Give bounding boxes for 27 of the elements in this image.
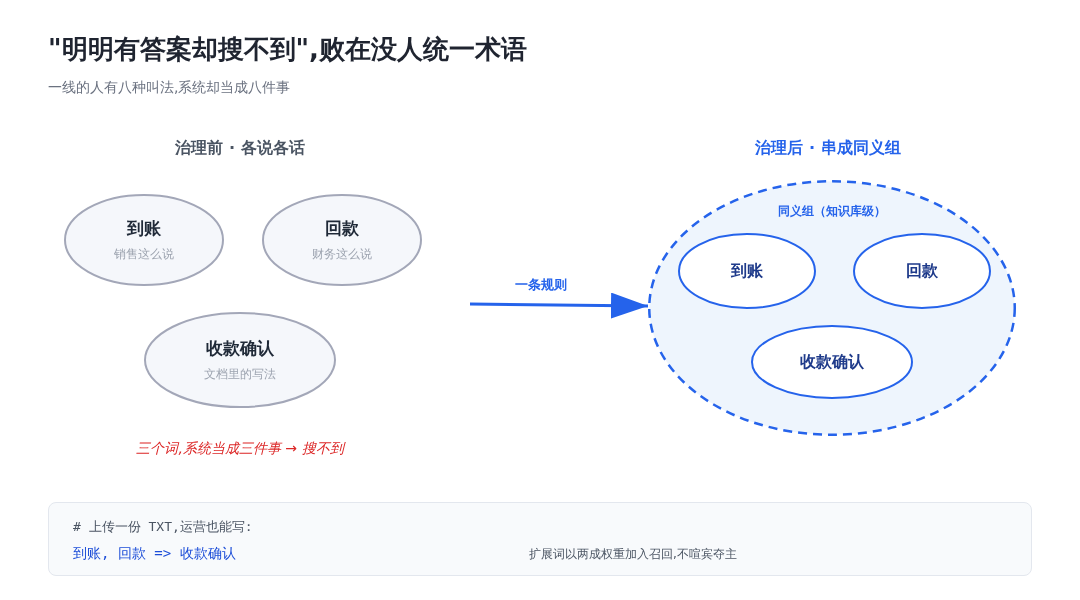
code-line: 到账, 回款 => 收款确认 bbox=[73, 545, 236, 563]
section-heading: 治理前 · 各说各话 bbox=[175, 138, 305, 158]
section-heading: 治理后 · 串成同义组 bbox=[755, 138, 901, 158]
term-label: 回款 bbox=[906, 261, 938, 281]
subtitle: 一线的人有八种叫法,系统却当成八件事 bbox=[48, 79, 291, 97]
term-ellipse bbox=[64, 194, 224, 286]
term-label: 收款确认 bbox=[206, 337, 274, 360]
code-comment: # 上传一份 TXT,运营也能写: bbox=[73, 519, 253, 536]
note-text: 三个词,系统当成三件事 → 搜不到 bbox=[136, 440, 344, 458]
term-ellipse bbox=[262, 194, 422, 286]
arrow bbox=[470, 292, 648, 319]
term-label: 收款确认 bbox=[800, 352, 864, 372]
group-ellipse bbox=[648, 180, 1016, 436]
term-label: 回款 bbox=[325, 217, 359, 240]
term-ellipse bbox=[751, 325, 913, 399]
term-ellipse bbox=[853, 233, 991, 309]
group-heading: 同义组（知识库级） bbox=[778, 204, 886, 219]
term-note: 财务这么说 bbox=[312, 247, 372, 263]
note-text: 扩展词以两成权重加入召回,不喧宾夺主 bbox=[529, 547, 737, 562]
term-note: 销售这么说 bbox=[114, 247, 174, 263]
code-panel bbox=[48, 502, 1032, 576]
term-label: 到账 bbox=[731, 261, 763, 281]
term-ellipse bbox=[144, 312, 336, 408]
term-label: 到账 bbox=[127, 217, 161, 240]
title: "明明有答案却搜不到",败在没人统一术语 bbox=[48, 33, 527, 66]
term-note: 文档里的写法 bbox=[204, 367, 276, 383]
term-ellipse bbox=[678, 233, 816, 309]
